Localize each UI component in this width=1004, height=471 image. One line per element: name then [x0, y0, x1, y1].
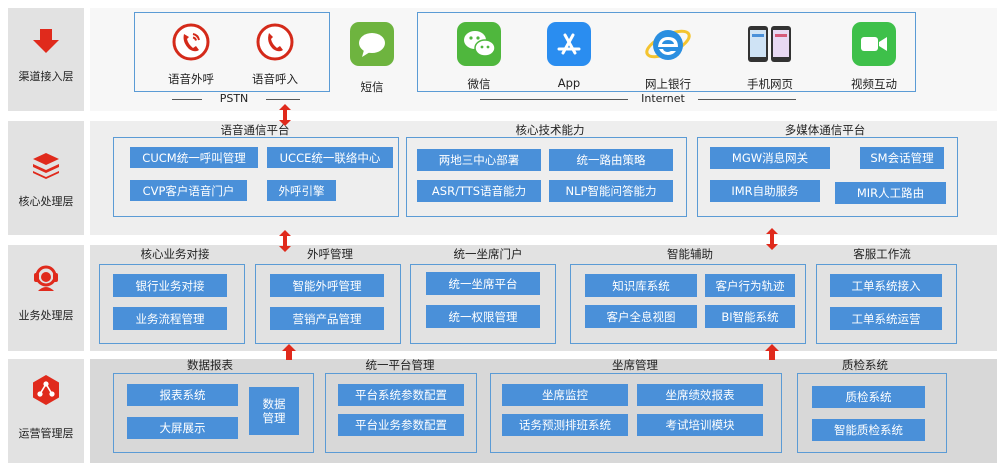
layer-label-channel: 渠道接入层 [8, 8, 84, 111]
component-box[interactable]: NLP智能问答能力 [549, 180, 673, 202]
component-box[interactable]: 智能外呼管理 [270, 274, 384, 297]
component-box[interactable]: BI智能系统 [705, 305, 795, 328]
component-box[interactable]: 数据管理 [249, 387, 299, 435]
group-title: 核心技术能力 [515, 123, 585, 137]
component-box[interactable]: 坐席绩效报表 [637, 384, 763, 406]
layer-label-text: 渠道接入层 [18, 70, 74, 83]
layers-icon [33, 153, 59, 179]
seat-group [490, 373, 782, 453]
channel-label: 视频互动 [851, 77, 897, 91]
group-title: 外呼管理 [307, 247, 353, 261]
component-box[interactable]: CVP客户语音门户 [130, 180, 247, 201]
group-title: 统一平台管理 [365, 358, 435, 372]
component-box[interactable]: 统一坐席平台 [426, 272, 540, 295]
layer-label-text: 业务处理层 [18, 309, 74, 322]
channel-label: 语音呼入 [252, 72, 298, 86]
ie-browser-icon[interactable] [643, 20, 693, 68]
outbound-group [255, 264, 401, 344]
double-arrow-icon [279, 230, 291, 252]
component-box[interactable]: MIR人工路由 [835, 182, 946, 204]
component-box[interactable]: 知识库系统 [585, 274, 697, 297]
platform-group [325, 373, 477, 453]
component-box[interactable]: 两地三中心部署 [417, 149, 541, 171]
group-title: 语音通信平台 [220, 123, 290, 137]
layer-label-business: 业务处理层 [8, 245, 84, 351]
component-box[interactable]: UCCE统一联络中心 [267, 147, 393, 168]
internet-label: Internet [628, 92, 698, 105]
band-ops [90, 359, 997, 463]
layer-label-ops: 运营管理层 [8, 359, 84, 463]
channel-label: 语音外呼 [168, 72, 214, 86]
component-box[interactable]: CUCM统一呼叫管理 [130, 147, 258, 168]
group-title: 客服工作流 [853, 247, 911, 261]
channel-label: 手机网页 [747, 77, 793, 91]
component-box[interactable]: 统一权限管理 [426, 305, 540, 328]
core-biz-group [99, 264, 245, 344]
sms-app-icon[interactable] [350, 22, 394, 66]
component-box[interactable]: 平台系统参数配置 [338, 384, 464, 406]
qc-group [797, 373, 947, 453]
component-box[interactable]: 客户全息视图 [585, 305, 697, 328]
component-box[interactable]: 工单系统运营 [830, 307, 942, 330]
group-title: 智能辅助 [667, 247, 713, 261]
component-box[interactable]: 营销产品管理 [270, 307, 384, 330]
wechat-app-icon[interactable] [457, 22, 501, 66]
component-box[interactable]: 大屏展示 [127, 417, 238, 439]
headset-icon [34, 265, 58, 291]
group-title: 数据报表 [187, 358, 233, 372]
component-box[interactable]: 工单系统接入 [830, 274, 942, 297]
pstn-group [134, 12, 330, 92]
up-arrow-icon [765, 344, 779, 360]
group-title: 统一坐席门户 [453, 247, 523, 261]
component-box[interactable]: 话务预测排班系统 [502, 414, 628, 436]
channel-label: 网上银行 [645, 77, 691, 91]
layer-label-text: 核心处理层 [18, 195, 74, 208]
component-box[interactable]: 平台业务参数配置 [338, 414, 464, 436]
component-box[interactable]: MGW消息网关 [710, 147, 830, 169]
double-arrow-icon [766, 228, 778, 250]
component-box[interactable]: 坐席监控 [502, 384, 628, 406]
channel-label: App [557, 76, 581, 90]
layer-label-core: 核心处理层 [8, 121, 84, 235]
component-box[interactable]: IMR自助服务 [710, 180, 820, 202]
group-title: 坐席管理 [612, 358, 658, 372]
component-box[interactable]: 银行业务对接 [113, 274, 227, 297]
down-arrow-icon [33, 29, 59, 53]
facetime-app-icon[interactable] [852, 22, 896, 66]
up-arrow-icon [282, 344, 296, 360]
component-box[interactable]: 业务流程管理 [113, 307, 227, 330]
component-box[interactable]: 质检系统 [812, 386, 925, 408]
phone-outbound-icon[interactable] [171, 22, 211, 62]
component-box[interactable]: 外呼引擎 [267, 180, 336, 201]
channel-label: 短信 [360, 80, 384, 94]
share-hub-icon [33, 375, 59, 405]
component-box[interactable]: 统一路由策略 [549, 149, 673, 171]
component-box[interactable]: ASR/TTS语音能力 [417, 180, 541, 202]
component-box[interactable]: 报表系统 [127, 384, 238, 406]
double-arrow-icon [279, 104, 291, 126]
component-box[interactable]: 智能质检系统 [812, 419, 925, 441]
workflow-group [816, 264, 957, 344]
group-title: 核心业务对接 [140, 247, 210, 261]
internet-group [417, 12, 916, 92]
mobile-phones-icon[interactable] [746, 22, 794, 66]
layer-label-text: 运营管理层 [18, 427, 74, 440]
portal-group [410, 264, 556, 344]
component-box[interactable]: SM会话管理 [860, 147, 944, 169]
voice-platform-group [113, 137, 399, 217]
band-business [90, 245, 997, 351]
tech-group [406, 137, 687, 217]
component-box[interactable]: 考试培训模块 [637, 414, 763, 436]
channel-label: 微信 [467, 77, 491, 91]
app-store-icon[interactable] [547, 22, 591, 66]
report-group [113, 373, 314, 453]
pstn-label: PSTN [202, 92, 266, 105]
media-group [697, 137, 958, 217]
group-title: 质检系统 [842, 358, 888, 372]
phone-inbound-icon[interactable] [255, 22, 295, 62]
group-title: 多媒体通信平台 [784, 123, 866, 137]
assist-group [570, 264, 806, 344]
component-box[interactable]: 客户行为轨迹 [705, 274, 795, 297]
